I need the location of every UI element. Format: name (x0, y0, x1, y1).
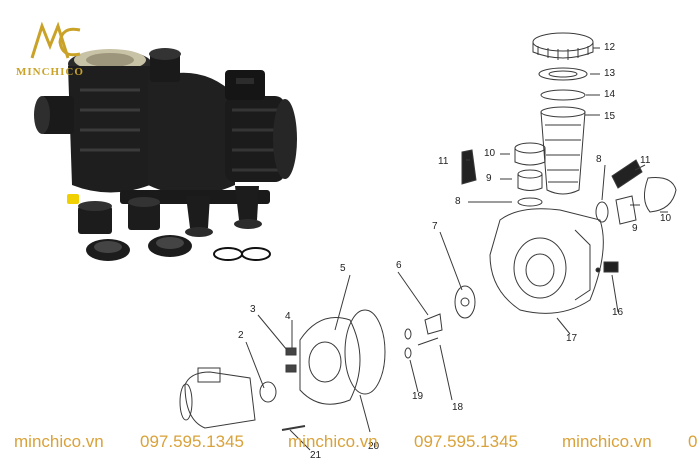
exploded-view-drawing (179, 32, 677, 451)
callout-13: 13 (604, 68, 616, 79)
callout-2: 2 (238, 330, 244, 341)
callout-6: 6 (396, 260, 402, 271)
callout-11-right: 11 (640, 155, 651, 166)
brand-logo-text: MINCHICO (16, 66, 84, 78)
footer-phone: 097.595.1345 (140, 432, 244, 451)
footer-fragment: 0 (688, 432, 698, 451)
callout-3: 3 (250, 304, 256, 315)
callout-20: 20 (368, 441, 380, 452)
callout-10-left: 10 (484, 148, 496, 159)
footer-website: minchico.vn (14, 432, 104, 451)
callout-15: 15 (604, 111, 616, 122)
callout-21: 21 (310, 450, 322, 461)
callout-10-right: 10 (660, 213, 672, 224)
footer-website: minchico.vn (562, 432, 652, 451)
callout-11-left: 11 (438, 156, 449, 167)
callout-12: 12 (604, 42, 616, 53)
callout-9-left: 9 (486, 173, 492, 184)
callout-14: 14 (604, 89, 616, 100)
footer-website: minchico.vn (288, 432, 378, 451)
minchico-logo-icon (28, 21, 84, 67)
callout-5: 5 (340, 263, 346, 274)
callout-8-right: 8 (596, 154, 602, 165)
callout-19: 19 (412, 391, 424, 402)
callout-9-right: 9 (632, 223, 638, 234)
callout-4: 4 (285, 311, 291, 322)
footer-phone: 097.595.1345 (414, 432, 518, 451)
callout-8-left: 8 (455, 196, 461, 207)
callout-18: 18 (452, 402, 464, 413)
pool-pump-photo (34, 48, 297, 261)
callout-17: 17 (566, 333, 578, 344)
callout-7: 7 (432, 221, 438, 232)
callout-16: 16 (612, 307, 624, 318)
